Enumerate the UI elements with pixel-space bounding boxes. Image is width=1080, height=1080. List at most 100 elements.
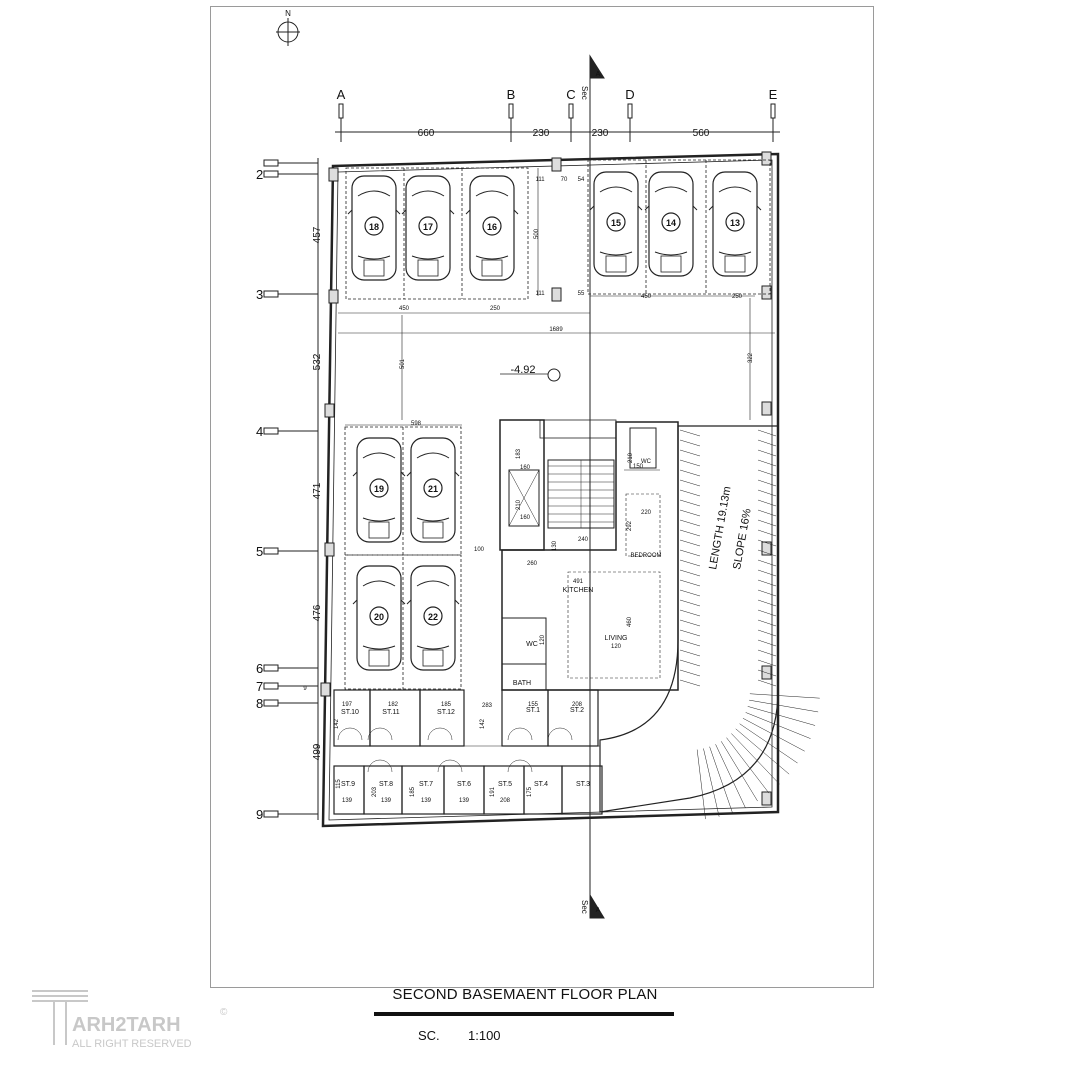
door-swing: [367, 759, 393, 773]
door-swing: [367, 727, 393, 741]
car-part: [482, 216, 502, 236]
car-part: [724, 255, 746, 273]
scale-value: 1:100: [468, 1028, 501, 1043]
column: [761, 401, 772, 416]
car-part: [593, 171, 639, 277]
storage-label-ST-1: ST.1: [526, 707, 540, 714]
car-part: [475, 190, 509, 197]
grid-col-label-C: C: [566, 87, 575, 102]
dimension-value: 283: [482, 703, 493, 709]
dimension-value: 120: [611, 644, 622, 650]
door-swing: [427, 727, 453, 741]
hatch-line: [703, 748, 720, 817]
section-arrow-icon: [589, 893, 605, 919]
storage-label-ST-11: ST.11: [382, 709, 399, 716]
dimension-value: 139: [342, 798, 353, 804]
grid-row-tag: [263, 682, 279, 690]
dimension-value: 191: [490, 786, 496, 797]
grid-col-label-A: A: [337, 87, 346, 102]
logo-brand-text: ARH2TARH: [72, 1014, 181, 1036]
car-part: [654, 186, 688, 193]
car-part: [417, 259, 439, 277]
hatch-line: [757, 629, 777, 637]
dimension-value: 115: [336, 779, 342, 789]
hatch-line: [749, 693, 820, 699]
car-part: [356, 437, 402, 543]
door-swing: [507, 759, 533, 773]
storage-room: [443, 765, 485, 815]
grid-row-tag: [263, 290, 279, 298]
column: [328, 289, 339, 304]
car-part: [660, 255, 682, 273]
room-label-wc-upper: WC: [641, 459, 652, 465]
dimension-value: 210: [628, 452, 634, 463]
hatch-line: [679, 589, 701, 597]
dimension-value: 139: [381, 798, 392, 804]
dimension-value: 160: [520, 515, 531, 521]
core-wall: [499, 419, 545, 551]
car-part: [364, 216, 384, 236]
hatch-line: [679, 499, 701, 507]
dimension-value: 139: [421, 798, 432, 804]
car-part: [718, 251, 752, 256]
car-part: [692, 205, 698, 211]
hatch-line: [679, 599, 701, 607]
dimension-value: 183: [516, 448, 522, 459]
hatch-line: [757, 599, 777, 607]
grid-col-tag: [568, 103, 574, 119]
car-part: [599, 251, 633, 256]
car-part: [406, 599, 412, 605]
dimension-value: 460: [627, 616, 633, 627]
grid-row-label-6: 6: [256, 661, 263, 676]
grid-row-tag: [263, 170, 279, 178]
grid-row-tag: [263, 547, 279, 555]
grid-col-tag: [338, 103, 344, 119]
car-part: [475, 255, 509, 260]
room-label-living: LIVING: [605, 635, 628, 642]
hatch-line: [757, 469, 777, 477]
hatch-line: [726, 737, 770, 794]
hatch-line: [679, 649, 701, 657]
hatch-line: [679, 559, 701, 567]
dimension-value: 150: [633, 464, 644, 470]
bedroom-outline: [625, 493, 661, 557]
hatch-line: [757, 679, 777, 687]
parking-number-22: 22: [428, 612, 438, 622]
hatch-line: [679, 629, 701, 637]
north-label: N: [285, 9, 291, 18]
dimension-value: 197: [342, 702, 353, 708]
car-part: [637, 205, 643, 211]
car-part: [357, 255, 391, 260]
hatch-line: [696, 749, 706, 820]
room-label-bedroom: BEDROOM: [630, 553, 661, 559]
car-part: [449, 209, 455, 215]
living-outline: [567, 571, 661, 679]
hatch-line: [757, 459, 777, 467]
core-wall: [539, 419, 617, 439]
parking-number-15: 15: [611, 218, 621, 228]
car-icon: [465, 175, 519, 281]
column: [761, 665, 772, 680]
car-part: [756, 205, 762, 211]
hatch-line: [757, 659, 777, 667]
row-dim-text: 532: [312, 353, 323, 370]
dimension-value: 70: [561, 177, 568, 183]
dimension-value: 322: [748, 352, 754, 363]
car-icon: [352, 437, 406, 543]
hatch-line: [720, 741, 758, 802]
dimension-value: 500: [534, 228, 540, 239]
door-swing: [337, 727, 363, 741]
hatch-line: [735, 728, 790, 775]
dimension-value: 175: [527, 786, 533, 797]
door-swing: [507, 727, 533, 741]
hatch-line: [679, 579, 701, 587]
car-part: [423, 478, 443, 498]
dimension-value: 450: [641, 294, 652, 300]
col-dim-text: 660: [418, 128, 435, 139]
column: [761, 285, 772, 300]
car-icon: [401, 175, 455, 281]
hatch-line: [679, 519, 701, 527]
grid-row-tag: [263, 810, 279, 818]
storage-label-ST-4: ST.4: [534, 781, 548, 788]
hatch-line: [757, 509, 777, 517]
